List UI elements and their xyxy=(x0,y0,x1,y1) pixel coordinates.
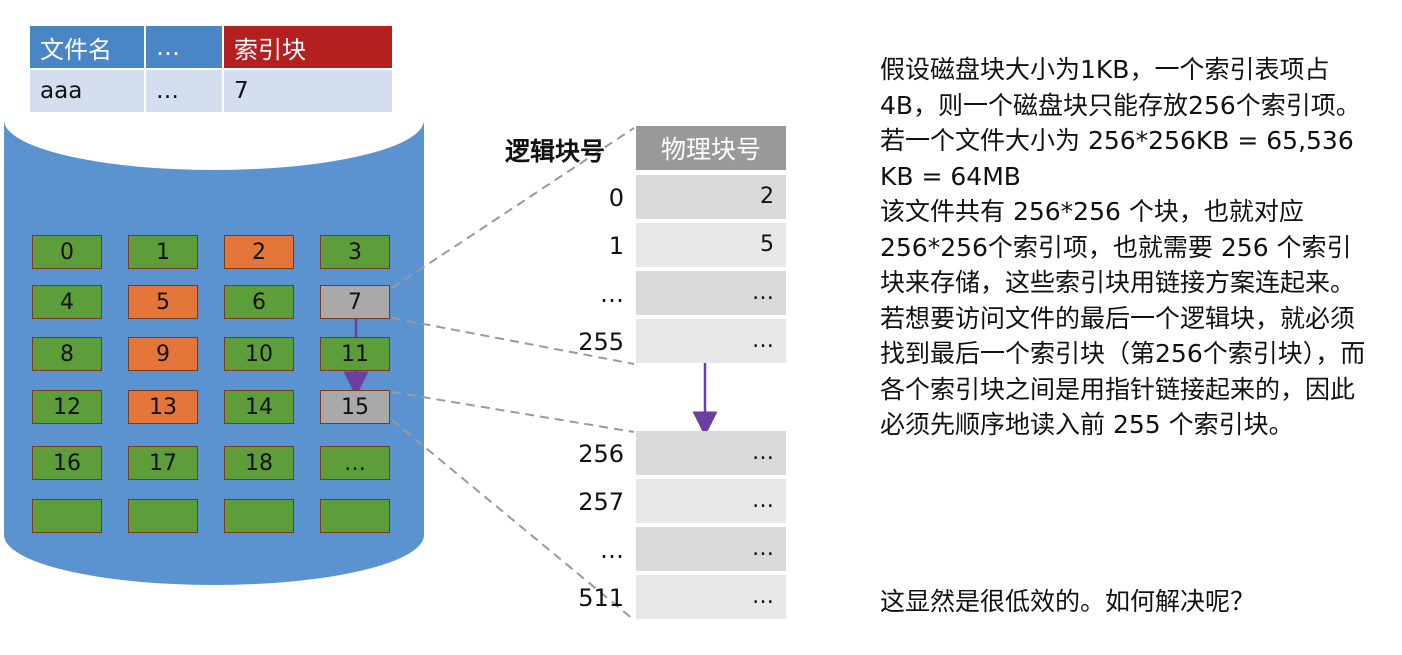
physical-cell: … xyxy=(636,271,786,315)
disk-block: 6 xyxy=(224,285,294,319)
cell-ellipsis: … xyxy=(144,68,224,114)
disk-block: 4 xyxy=(32,285,102,319)
physical-cell: … xyxy=(636,319,786,363)
explanation-paragraph: 假设磁盘块大小为1KB，一个索引表项占4B，则一个磁盘块只能存放256个索引项。 xyxy=(880,55,1361,120)
disk-block xyxy=(32,499,102,533)
physical-cell: … xyxy=(636,479,786,523)
logical-cell: 256 xyxy=(578,440,624,468)
logical-cell: 511 xyxy=(578,584,624,612)
disk-block: 1 xyxy=(128,235,198,269)
disk-block: 16 xyxy=(32,446,102,480)
logical-cell: … xyxy=(600,536,624,564)
physical-cell: 5 xyxy=(636,223,786,267)
physical-cell: … xyxy=(636,527,786,571)
disk-block: 10 xyxy=(224,337,294,371)
explanation-paragraph: 该文件共有 256*256 个块，也就对应256*256个索引项，也就需要 25… xyxy=(880,197,1356,297)
logical-cell: 0 xyxy=(608,184,624,212)
directory-header-row: 文件名 … 索引块 xyxy=(28,24,394,70)
disk-block: 2 xyxy=(224,235,294,269)
physical-cell: 2 xyxy=(636,175,786,219)
explanation-text: 假设磁盘块大小为1KB，一个索引表项占4B，则一个磁盘块只能存放256个索引项。… xyxy=(880,52,1370,443)
disk-block: 18 xyxy=(224,446,294,480)
logical-cell: … xyxy=(600,280,624,308)
connector-block7-top xyxy=(391,127,635,289)
directory-table: 文件名 … 索引块 aaa … 7 xyxy=(28,24,394,114)
physical-cell: … xyxy=(636,431,786,475)
explanation-paragraph: 若一个文件大小为 256*256KB = 65,536 KB = 64MB xyxy=(880,126,1354,191)
explanation-paragraph: 若想要访问文件的最后一个逻辑块，就必须找到最后一个索引块（第256个索引块），而… xyxy=(880,303,1366,440)
connector-block7-bottom xyxy=(391,317,635,365)
logical-block-header: 逻辑块号 xyxy=(505,137,606,166)
disk-block xyxy=(320,499,390,533)
disk-block: 12 xyxy=(32,390,102,424)
logical-cell: 257 xyxy=(578,488,624,516)
disk-block: 0 xyxy=(32,235,102,269)
disk-block: … xyxy=(320,446,390,480)
disk-block xyxy=(128,499,198,533)
logical-cell: 255 xyxy=(578,328,624,356)
header-ellipsis: … xyxy=(144,24,224,70)
conclusion-text: 这显然是很低效的。如何解决呢？ xyxy=(880,587,1256,616)
cell-index-block: 7 xyxy=(222,68,394,114)
disk-body xyxy=(4,120,424,585)
disk-block: 9 xyxy=(128,337,198,371)
directory-row: aaa … 7 xyxy=(28,68,394,114)
physical-block-header: 物理块号 xyxy=(636,126,786,170)
disk-block: 11 xyxy=(320,337,390,371)
physical-cell: … xyxy=(636,575,786,619)
connector-block15-top xyxy=(391,391,635,433)
disk-block: 14 xyxy=(224,390,294,424)
disk-block: 13 xyxy=(128,390,198,424)
disk-block: 5 xyxy=(128,285,198,319)
logical-cell: 1 xyxy=(608,232,624,260)
connector-block15-bottom xyxy=(391,419,635,621)
disk-block: 17 xyxy=(128,446,198,480)
disk-block: 15 xyxy=(320,390,390,424)
disk-block: 8 xyxy=(32,337,102,371)
header-index-block: 索引块 xyxy=(222,24,394,70)
disk-block xyxy=(224,499,294,533)
disk-block: 3 xyxy=(320,235,390,269)
header-filename: 文件名 xyxy=(28,24,146,70)
disk-block: 7 xyxy=(320,285,390,319)
cell-filename: aaa xyxy=(28,68,146,114)
